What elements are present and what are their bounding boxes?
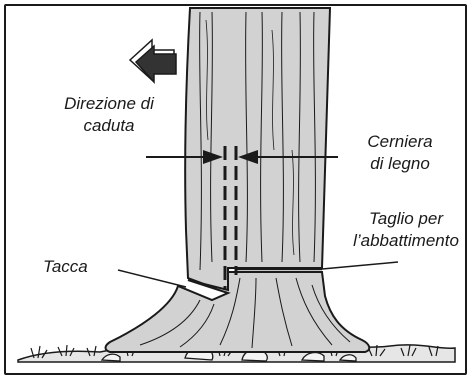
notch-text: Tacca [43,257,88,276]
felling-cut-line2: l’abbattimento [344,230,468,252]
felling-cut-leader [322,262,398,269]
felling-cut-label: Taglio per l’abbattimento [344,208,468,252]
fall-direction-label: Direzione di caduta [30,93,188,137]
hinge-line1: Cerniera [340,131,460,153]
tree-trunk-lower [106,272,370,352]
notch-label: Tacca [43,256,88,278]
fall-direction-line1: Direzione di [30,93,188,115]
notch-leader [118,270,186,287]
fall-direction-line2: caduta [30,115,188,137]
hinge-label: Cerniera di legno [340,131,460,175]
arrow-left-icon [130,40,176,82]
hinge-line2: di legno [340,153,460,175]
felling-cut-line1: Taglio per [344,208,468,230]
